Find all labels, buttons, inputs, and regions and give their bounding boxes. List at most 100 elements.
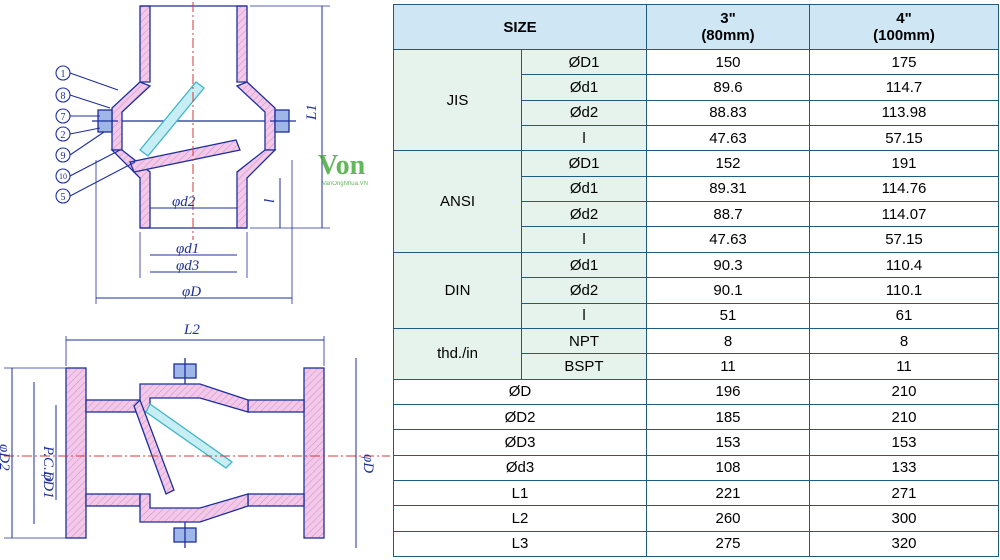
value-4in: 110.1: [809, 277, 999, 304]
row-label: L1: [393, 479, 647, 507]
value-4in: 133: [809, 454, 999, 481]
value-3in: 47.63: [646, 226, 810, 253]
dim-d1: φd1: [176, 241, 199, 257]
valve-technical-drawing: 1 8 7 2 9 10 5 φd2 φd1 φd3 φD L1 l: [0, 2, 390, 548]
value-3in: 260: [646, 505, 810, 532]
value-3in: 47.63: [646, 125, 810, 152]
value-4in: 191: [809, 150, 999, 177]
dim-L2: L2: [183, 322, 200, 338]
row-label: L2: [393, 505, 647, 532]
side-view-dimension-labels: L2 P.C.D φD2 φD1 φD: [0, 322, 376, 499]
size-4in-header: 4" (100mm): [809, 3, 999, 51]
row-label: Ød2: [521, 99, 647, 127]
row-label: ØD: [393, 378, 647, 405]
dim-D: φD: [182, 284, 201, 300]
value-3in: 185: [646, 403, 810, 431]
row-label: l: [521, 302, 647, 329]
dim-L1: L1: [304, 104, 320, 121]
row-label: l: [521, 125, 647, 152]
svg-text:VanOngNhua.VN: VanOngNhua.VN: [322, 181, 368, 187]
size-80mm-label: (80mm): [701, 27, 755, 45]
group-label-thdin: thd./in: [393, 327, 522, 380]
dim-D-side: φD: [360, 454, 376, 473]
value-4in: 175: [809, 49, 999, 76]
row-label: l: [521, 226, 647, 253]
value-4in: 114.07: [809, 201, 999, 228]
value-4in: 11: [809, 353, 999, 380]
value-4in: 271: [809, 479, 999, 507]
row-label: ØD3: [393, 429, 647, 456]
value-3in: 150: [646, 49, 810, 76]
value-4in: 114.7: [809, 74, 999, 101]
value-4in: 8: [809, 327, 999, 355]
row-label: L3: [393, 530, 647, 558]
value-3in: 152: [646, 150, 810, 177]
dim-l: l: [262, 199, 278, 203]
size-header-label: SIZE: [503, 18, 537, 36]
row-label: BSPT: [521, 353, 647, 380]
value-4in: 57.15: [809, 125, 999, 152]
value-3in: 275: [646, 530, 810, 558]
row-label: NPT: [521, 327, 647, 355]
dim-pcd: P.C.D: [40, 445, 56, 482]
value-4in: 320: [809, 530, 999, 558]
row-label: Ød1: [521, 251, 647, 279]
group-label-ansi: ANSI: [393, 150, 522, 253]
dim-d3: φd3: [176, 258, 199, 274]
top-view: [92, 2, 330, 304]
size-100mm-label: (100mm): [873, 27, 935, 45]
callout-8: 8: [61, 91, 66, 102]
top-view-dimension-labels: φd2 φd1 φd3 φD L1 l: [172, 104, 320, 300]
callout-1: 1: [61, 69, 66, 80]
side-view: [4, 336, 390, 548]
value-4in: 300: [809, 505, 999, 532]
value-3in: 90.3: [646, 251, 810, 279]
value-3in: 89.31: [646, 175, 810, 203]
brand-watermark-logo: Von VanOngNhua.VN: [318, 150, 368, 187]
table-header-row: SIZE 3" (80mm) 4" (100mm): [393, 3, 999, 51]
part-callouts: [55, 65, 136, 204]
value-4in: 210: [809, 403, 999, 431]
row-label: Ød3: [393, 454, 647, 481]
value-3in: 88.7: [646, 201, 810, 228]
size-3in-header: 3" (80mm): [646, 3, 810, 51]
value-4in: 61: [809, 302, 999, 329]
callout-2: 2: [61, 130, 66, 141]
size-3in-label: 3": [720, 10, 736, 28]
row-label: Ød2: [521, 277, 647, 304]
value-3in: 88.83: [646, 99, 810, 127]
dim-D1: φD1: [40, 472, 56, 499]
size-4in-label: 4": [896, 10, 912, 28]
row-label: Ød1: [521, 175, 647, 203]
dim-d2: φd2: [172, 194, 196, 210]
value-3in: 89.6: [646, 74, 810, 101]
value-3in: 153: [646, 429, 810, 456]
value-4in: 110.4: [809, 251, 999, 279]
row-label: Ød2: [521, 201, 647, 228]
value-4in: 113.98: [809, 99, 999, 127]
value-4in: 210: [809, 378, 999, 405]
svg-text:Von: Von: [318, 150, 366, 181]
value-3in: 51: [646, 302, 810, 329]
group-label-jis: JIS: [393, 49, 522, 152]
callout-7: 7: [61, 112, 66, 123]
value-4in: 57.15: [809, 226, 999, 253]
value-3in: 8: [646, 327, 810, 355]
row-label: ØD1: [521, 49, 647, 76]
callout-5: 5: [61, 192, 66, 203]
